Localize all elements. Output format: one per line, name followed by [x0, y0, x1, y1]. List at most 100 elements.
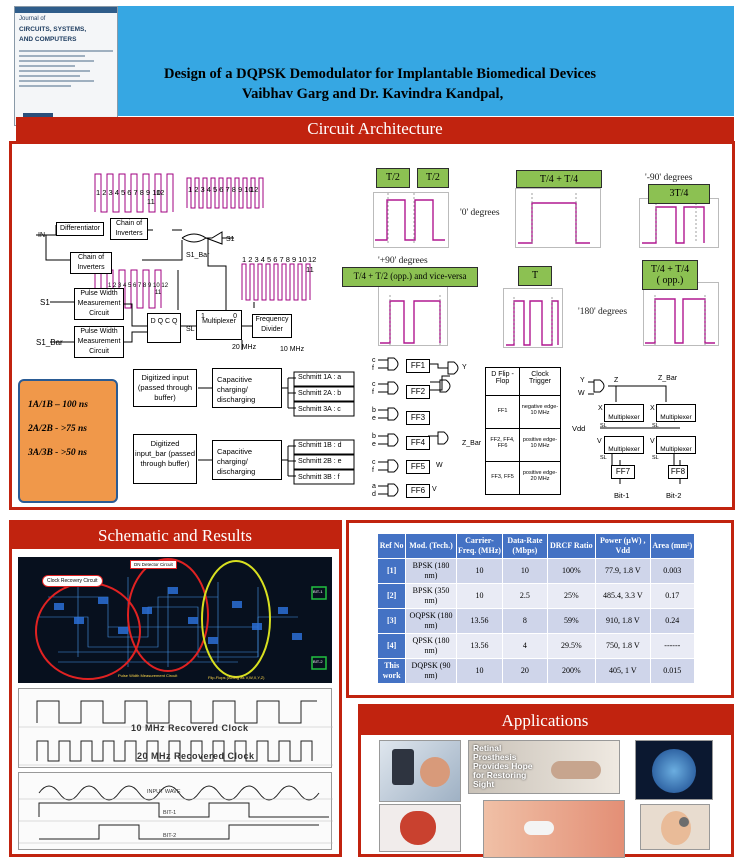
mux-w: W	[578, 390, 585, 397]
table-row: [2] BPSK (350 nm) 10 2.5 25% 485.4, 3.3 …	[376, 583, 696, 609]
trig-r1b: negative edge- 10 MHz	[521, 404, 559, 416]
cell: 485.4, 3.3 V	[595, 583, 651, 609]
mux-vdd: Vdd	[572, 424, 586, 433]
note-3: 3A/3B - >50 ns	[28, 448, 87, 458]
journal-name-line2: AND COMPUTERS	[19, 36, 77, 43]
cell: 10	[455, 558, 504, 584]
seq-mid: 1 2 3 4 5 6 7 8 9 10	[188, 185, 253, 194]
label-t: T	[518, 266, 552, 286]
cell: [3]	[376, 608, 407, 634]
note-plus90: '+90' degrees	[378, 256, 428, 266]
cell: BPSK (350 nm)	[405, 583, 457, 609]
th-mod: Mod. (Tech.)	[405, 533, 457, 559]
trig-r3a: FF3, FF5	[486, 462, 520, 494]
journal-cover-image: Journal of CIRCUITS, SYSTEMS, AND COMPUT…	[14, 6, 118, 126]
sl-label: SL	[186, 326, 195, 333]
s1bar-label: S1_Bar	[36, 338, 63, 347]
note-1: 1A/1B – 100 ns	[28, 400, 88, 410]
label-t2-a: T/2	[376, 168, 410, 188]
label-t2-b: T/2	[417, 168, 449, 188]
schmitt-2b: Schmitt 2B : e	[298, 458, 342, 465]
svg-text:f: f	[372, 467, 374, 474]
cell: 200%	[546, 658, 597, 684]
schematic-screenshot: Clock Recovery Circuit DN Detector Circu…	[18, 557, 332, 683]
app-image-cochlear-implant	[640, 804, 710, 850]
retinal-caption: Retinal Prosthesis Provides Hope for Res…	[473, 743, 533, 789]
t4t4opp-line2: ( opp.)	[656, 275, 684, 286]
seq-top-12: 12	[156, 188, 165, 197]
cell: 20	[502, 658, 548, 684]
trig-h1: D Flip - Flop	[486, 368, 520, 395]
ff-v-label: V	[432, 486, 437, 493]
cell: 750, 1.8 V	[595, 633, 651, 659]
trig-r3b: positive edge- 20 MHz	[522, 470, 558, 482]
ff-logic-diagram: cf cf be be cf ad	[372, 357, 459, 498]
note-zero-deg: '0' degrees	[460, 208, 500, 218]
svg-text:b: b	[372, 407, 376, 414]
svg-text:c: c	[372, 357, 376, 364]
banner-circuit-architecture: Circuit Architecture	[16, 117, 734, 141]
timing-notes: 1A/1B – 100 ns 2A/2B - >75 ns 3A/3B - >5…	[18, 379, 118, 503]
clock-waves	[19, 700, 333, 766]
mux-block-3: Multiplexer	[604, 436, 644, 454]
input-wave-label: INPUT WAVE	[147, 789, 181, 795]
cell: 4	[502, 633, 548, 659]
cell: 10	[455, 583, 504, 609]
10mhz-label: 10 MHz	[280, 346, 305, 353]
cell: 0.17	[649, 583, 696, 609]
note-180-deg: '180' degrees	[578, 307, 628, 317]
ff8-block: FF8	[668, 465, 688, 479]
bit-waves	[19, 785, 333, 844]
journal-small: Journal of	[19, 16, 46, 22]
pwm-wiring	[50, 301, 255, 350]
th-datarate: Data-Rate (Mbps)	[502, 533, 548, 559]
multiplexer-block: 1 0 Multiplexer	[196, 310, 242, 340]
seq-mid-12: 12	[250, 185, 259, 194]
mux-zbar: Z_Bar	[658, 375, 678, 382]
cell: BPSK (180 nm)	[405, 558, 457, 584]
cap-charging-block-1: Capacitive charging/ discharging	[212, 368, 282, 408]
ff3: FF3	[406, 411, 430, 425]
mux-label: Multiplexer	[202, 318, 236, 325]
app-image-brain-scan	[635, 740, 713, 800]
th-drcf: DRCF Ratio	[546, 533, 597, 559]
cell: 13.56	[455, 608, 504, 634]
schmitt-3b: Schmitt 3B : f	[298, 474, 340, 481]
authors-text: Vaibhav Garg and Dr. Kavindra Kandpal,	[242, 86, 504, 102]
cell: 77.9, 1.8 V	[595, 558, 651, 584]
mux-block-4: Multiplexer	[656, 436, 696, 454]
pwm-block-2: Pulse Width Measurement Circuit	[74, 326, 124, 358]
mux-sl-4: SL	[652, 455, 659, 461]
bit2-label: Bit-2	[666, 491, 682, 500]
trig-h2: Clock Trigger	[529, 371, 551, 385]
label-t4-t4-opp: T/4 + T/4 ( opp.)	[642, 260, 698, 290]
ff4: FF4	[406, 436, 430, 450]
mux-sl-1: SL	[600, 423, 607, 429]
ff-w-label: W	[436, 462, 443, 469]
schem-bit2: BIT-2	[313, 659, 323, 664]
cell: OQPSK (180 nm)	[405, 608, 457, 634]
mux-v-2: V	[650, 438, 655, 445]
20mhz-label: 20 MHz	[232, 344, 257, 351]
cell: 10	[502, 558, 548, 584]
schmitt-1b: Schmitt 1B : d	[298, 442, 342, 449]
clk10-label: 10 MHz Recovered Clock	[131, 723, 249, 733]
seq-left: 1 2 3 4 5 6 7 8 9 10 12	[108, 283, 169, 289]
title-text: Design of a DQPSK Demodulator for Implan…	[164, 66, 597, 82]
cell: 13.56	[455, 633, 504, 659]
clk20-label: 20 MHz Recovered Clock	[137, 751, 255, 761]
digitized-input-block: Digitized input (passed through buffer)	[133, 369, 197, 407]
cap-charging-block-2: Capacitive charging/ discharging	[212, 440, 282, 480]
comparison-table: Ref No Mod. (Tech.) Carrier-Freq. (MHz) …	[376, 533, 696, 684]
svg-text:e: e	[372, 415, 376, 422]
table-row: [1] BPSK (180 nm) 10 10 100% 77.9, 1.8 V…	[376, 558, 696, 584]
mux-sl-2: SL	[652, 423, 659, 429]
note-2: 2A/2B - >75 ns	[28, 424, 87, 434]
app-image-glucose-monitor	[379, 740, 461, 802]
phase-waveforms	[375, 193, 715, 346]
table-row: This work DQPSK (90 nm) 10 20 200% 405, …	[376, 658, 696, 684]
schem-bit1: BIT-1	[313, 589, 323, 594]
app-image-retinal-prosthesis: Retinal Prosthesis Provides Hope for Res…	[468, 740, 620, 794]
wave-plot-minus90-a	[515, 188, 601, 248]
cell: 2.5	[502, 583, 548, 609]
